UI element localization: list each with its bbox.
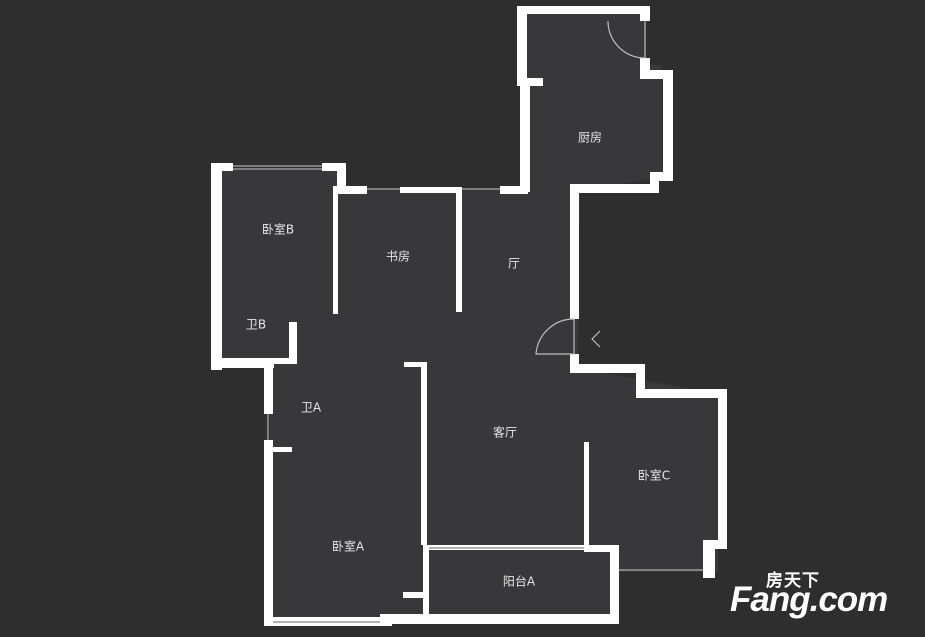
wall-kitchen-right (663, 70, 673, 180)
door-kitchen-entry (607, 20, 646, 59)
wall-kitchen-right-upper (640, 58, 650, 78)
wall-bath-a-left (264, 362, 273, 414)
wall-study-top-mid (400, 187, 462, 193)
wall-living-left-top (404, 362, 427, 367)
logo-cn-text: 房天下 (766, 571, 820, 591)
wall-bedroom-c-left (584, 442, 589, 550)
wall-bedroom-c-top-b (636, 364, 645, 398)
wall-bath-b-bottom (222, 358, 297, 364)
wall-kitchen-top (517, 6, 650, 14)
wall-bedroom-a-bottom-end (380, 614, 392, 626)
wall-kitchen-right-down (650, 172, 659, 192)
wall-balcony-right (610, 565, 619, 622)
wall-balcony-bottom (380, 614, 619, 624)
wall-kitchen-left (517, 6, 527, 86)
wall-bedroom-b-top-c (337, 163, 346, 193)
wall-bedroom-b-left (211, 163, 222, 370)
wall-kitchen-right-step (640, 70, 673, 79)
label-bath-b: 卫B (245, 317, 267, 332)
doors (535, 20, 646, 355)
label-study: 书房 (385, 249, 411, 264)
wall-study-left (333, 186, 338, 314)
label-bath-a: 卫A (300, 400, 322, 415)
wall-kitchen-inner-left (527, 78, 543, 86)
label-bedroom-a: 卧室A (331, 539, 365, 554)
wall-bedroom-a-left (264, 440, 273, 626)
wall-kitchen-left-lower (520, 86, 530, 192)
windows (233, 165, 703, 623)
wall-bedroom-b-top-b (322, 163, 346, 171)
fang-logo: 房天下 Fang.com (730, 566, 915, 626)
wall-kitchen-top-right (640, 6, 650, 21)
wall-kitchen-bottom (570, 184, 659, 193)
wall-bedroom-c-right (718, 389, 727, 548)
walls (211, 6, 727, 626)
label-bedroom-b: 卧室B (261, 222, 295, 237)
wall-bedroom-c-bottom-stub (610, 545, 619, 573)
label-hall: 厅 (507, 256, 521, 271)
wall-living-left (421, 362, 427, 545)
logo-en-text: Fang.com (730, 580, 888, 619)
wall-study-top-left (337, 186, 367, 194)
label-living-room: 客厅 (492, 425, 518, 440)
wall-study-right (456, 187, 462, 312)
door-main-entry (535, 318, 575, 355)
wall-balcony-stub (403, 592, 428, 598)
wall-bedroom-c-notch-down (703, 540, 715, 578)
wall-hall-right (570, 184, 579, 319)
label-kitchen: 厨房 (577, 130, 603, 145)
label-bedroom-c: 卧室C (637, 468, 671, 483)
wall-bedroom-b-top-a (211, 163, 233, 171)
wall-bath-a-stub (270, 447, 292, 452)
wall-bedroom-c-top-a (570, 364, 645, 373)
wall-bath-b-right (289, 322, 297, 362)
label-balcony-a: 阳台A (502, 574, 536, 589)
wall-study-top-right (500, 186, 528, 194)
wall-bedroom-c-top-c (636, 389, 727, 398)
door-arrow (591, 330, 601, 348)
wall-hall-right-lower (570, 354, 579, 372)
wall-balcony-left (423, 545, 429, 614)
floor-area (222, 12, 718, 626)
wall-kitchen-bottom-right (650, 172, 673, 181)
